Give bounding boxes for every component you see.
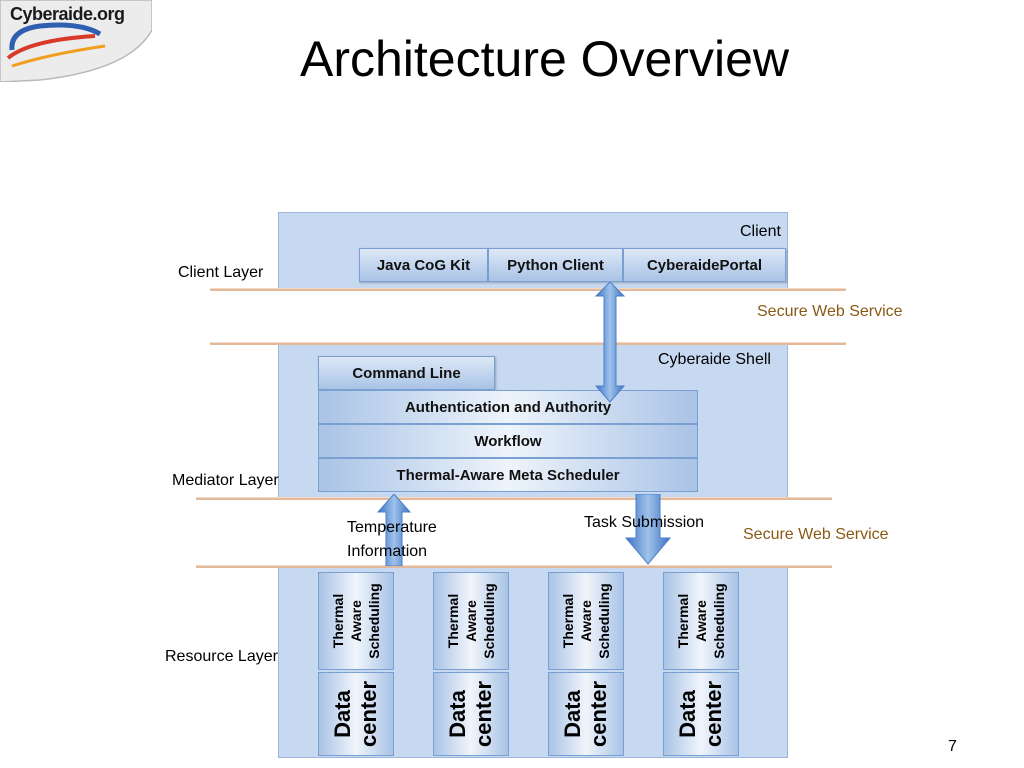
up-arrow-icon	[376, 494, 412, 566]
scheduling-word: Aware	[578, 600, 594, 642]
scheduling-word: Thermal	[445, 593, 461, 649]
task-submission-label: Task Submission	[584, 514, 705, 531]
scheduling-word: Scheduling	[366, 583, 382, 659]
page-title: Architecture Overview	[300, 31, 790, 87]
authentication-band: Authentication and Authority	[318, 390, 698, 424]
scheduling-text: Thermal Aware Scheduling	[329, 575, 383, 667]
datacenter-text: Data center	[560, 674, 612, 754]
scheduling-word: Aware	[463, 600, 479, 642]
datacenter-word: Data	[675, 690, 700, 738]
cyberaide-logo	[0, 0, 152, 82]
scheduling-text: Thermal Aware Scheduling	[444, 575, 498, 667]
scheduling-word: Scheduling	[481, 583, 497, 659]
scheduling-word: Scheduling	[596, 583, 612, 659]
temperature-label-line: Information	[347, 543, 428, 560]
data-center-box: Data center	[548, 672, 624, 756]
workflow-band: Workflow	[318, 424, 698, 458]
resource-layer-label: Resource Layer	[165, 648, 278, 665]
data-center-box: Data center	[433, 672, 509, 756]
cyberaide-shell-label: Cyberaide Shell	[658, 351, 771, 368]
datacenter-text: Data center	[675, 674, 727, 754]
client-label: Client	[740, 223, 781, 240]
divider-line	[196, 565, 832, 568]
scheduling-text: Thermal Aware Scheduling	[559, 575, 613, 667]
datacenter-word: Data	[330, 690, 355, 738]
datacenter-text: Data center	[445, 674, 497, 754]
secure-web-service-label: Secure Web Service	[743, 526, 889, 543]
datacenter-word: Data	[445, 690, 470, 738]
datacenter-word: center	[586, 680, 611, 748]
divider-line	[210, 288, 846, 291]
scheduling-word: Thermal	[560, 593, 576, 649]
double-arrow-icon	[594, 282, 626, 403]
datacenter-word: Data	[560, 690, 585, 738]
mediator-layer-label: Mediator Layer	[172, 472, 279, 489]
datacenter-text: Data center	[330, 674, 382, 754]
secure-web-service-label: Secure Web Service	[757, 303, 903, 320]
java-cog-kit-box: Java CoG Kit	[359, 248, 488, 282]
temperature-label: Temperature Information	[347, 516, 437, 564]
scheduling-word: Thermal	[330, 593, 346, 649]
scheduling-word: Scheduling	[711, 583, 727, 659]
datacenter-word: center	[701, 680, 726, 748]
datacenter-word: center	[471, 680, 496, 748]
data-center-box: Data center	[318, 672, 394, 756]
python-client-box: Python Client	[488, 248, 623, 282]
temperature-label-line: Temperature	[347, 519, 437, 536]
divider-line	[210, 342, 846, 345]
thermal-aware-scheduling-box: Thermal Aware Scheduling	[318, 572, 394, 670]
command-line-box: Command Line	[318, 356, 495, 390]
divider-line	[196, 497, 832, 500]
page-number: 7	[948, 738, 957, 755]
cyberaide-portal-box: CyberaidePortal	[623, 248, 786, 282]
client-layer-label: Client Layer	[178, 264, 264, 281]
scheduler-band: Thermal-Aware Meta Scheduler	[318, 458, 698, 492]
logo-text: Cyberaide.org	[10, 4, 125, 24]
thermal-aware-scheduling-box: Thermal Aware Scheduling	[548, 572, 624, 670]
datacenter-word: center	[356, 680, 381, 748]
down-arrow-icon	[624, 494, 672, 565]
scheduling-word: Aware	[348, 600, 364, 642]
thermal-aware-scheduling-box: Thermal Aware Scheduling	[433, 572, 509, 670]
scheduling-word: Thermal	[675, 593, 691, 649]
data-center-box: Data center	[663, 672, 739, 756]
scheduling-text: Thermal Aware Scheduling	[674, 575, 728, 667]
thermal-aware-scheduling-box: Thermal Aware Scheduling	[663, 572, 739, 670]
scheduling-word: Aware	[693, 600, 709, 642]
